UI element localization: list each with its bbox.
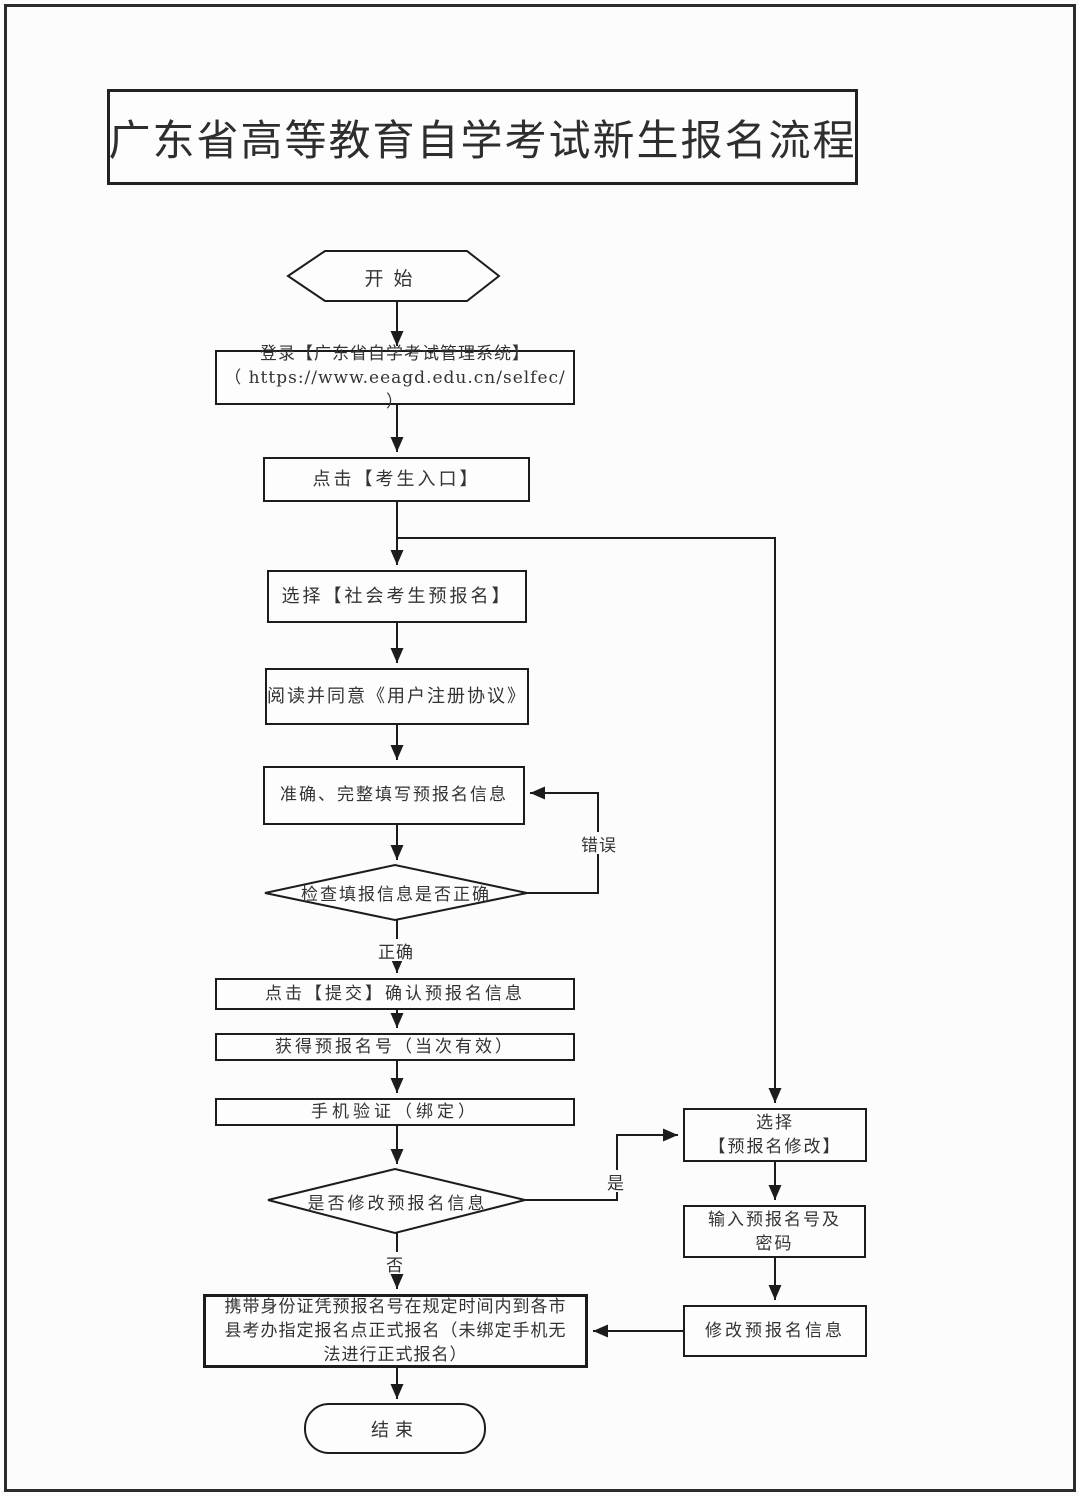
edge-label-correct: 正确 [372, 939, 420, 963]
formal-registration-line2: 县考办指定报名点正式报名（未绑定手机无 [224, 1321, 567, 1341]
formal-registration-line1: 携带身份证凭预报名号在规定时间内到各市 [224, 1297, 567, 1317]
select-preregister-modify-line2: 【预报名修改】 [708, 1137, 842, 1157]
flowchart-title: 广东省高等教育自学考试新生报名流程 [108, 115, 857, 165]
start-node-label: 开始 [364, 267, 423, 290]
fill-preregister-info-label: 准确、完整填写预报名信息 [280, 785, 508, 805]
login-system-line1: 登录【广东省自学考试管理系统】 [260, 343, 530, 364]
user-agreement-box: 阅读并同意《用户注册协议》 [265, 668, 529, 725]
candidate-entry-box: 点击【考生入口】 [263, 457, 530, 502]
formal-registration-line3: 法进行正式报名） [323, 1345, 468, 1365]
check-diamond-label: 检查填报信息是否正确 [301, 884, 491, 905]
submit-confirm-label: 点击【提交】确认预报名信息 [265, 983, 525, 1004]
select-preregister-modify-box: 选择 【预报名修改】 [683, 1108, 867, 1162]
user-agreement-label: 阅读并同意《用户注册协议》 [267, 686, 527, 707]
modify-decision-label: 是否修改预报名信息 [307, 1193, 488, 1214]
start-hexagon [286, 250, 501, 302]
edge-decision-yes-to-select-modify [525, 1128, 678, 1201]
end-node-label: 结束 [371, 1419, 419, 1441]
login-system-box: 登录【广东省自学考试管理系统】 （ https://www.eeagd.edu.… [215, 344, 575, 412]
phone-verify-label: 手机验证（绑定） [311, 1101, 479, 1122]
flowchart-title-box: 广东省高等教育自学考试新生报名流程 [107, 89, 858, 185]
end-stadium [304, 1403, 486, 1454]
input-number-password-line2: 密码 [755, 1233, 794, 1254]
select-preregister-modify-line1: 选择 [756, 1113, 794, 1133]
social-candidate-preregister-label: 选择【社会考生预报名】 [281, 586, 513, 607]
edge-entry-branch-to-select-modify [397, 537, 782, 1103]
fill-preregister-info-box: 准确、完整填写预报名信息 [263, 766, 525, 825]
input-number-password-line1: 输入预报名号及 [708, 1209, 841, 1230]
formal-registration-box: 携带身份证凭预报名号在规定时间内到各市 县考办指定报名点正式报名（未绑定手机无 … [203, 1294, 588, 1368]
social-candidate-preregister-box: 选择【社会考生预报名】 [267, 570, 527, 623]
get-preregister-number-box: 获得预报名号（当次有效） [215, 1033, 575, 1061]
edge-label-yes: 是 [604, 1170, 628, 1194]
page-border-frame [4, 4, 1076, 1492]
edge-label-error: 错误 [575, 832, 623, 856]
phone-verify-box: 手机验证（绑定） [215, 1098, 575, 1126]
candidate-entry-label: 点击【考生入口】 [312, 469, 481, 490]
get-preregister-number-label: 获得预报名号（当次有效） [275, 1036, 515, 1057]
input-number-password-box: 输入预报名号及 密码 [683, 1205, 866, 1258]
modify-preregister-info-box: 修改预报名信息 [683, 1305, 867, 1357]
modify-preregister-info-label: 修改预报名信息 [705, 1320, 845, 1341]
login-system-url: （ https://www.eeagd.edu.cn/selfec/ ） [224, 367, 566, 412]
submit-confirm-box: 点击【提交】确认预报名信息 [215, 978, 575, 1010]
edge-label-no: 否 [383, 1252, 407, 1276]
